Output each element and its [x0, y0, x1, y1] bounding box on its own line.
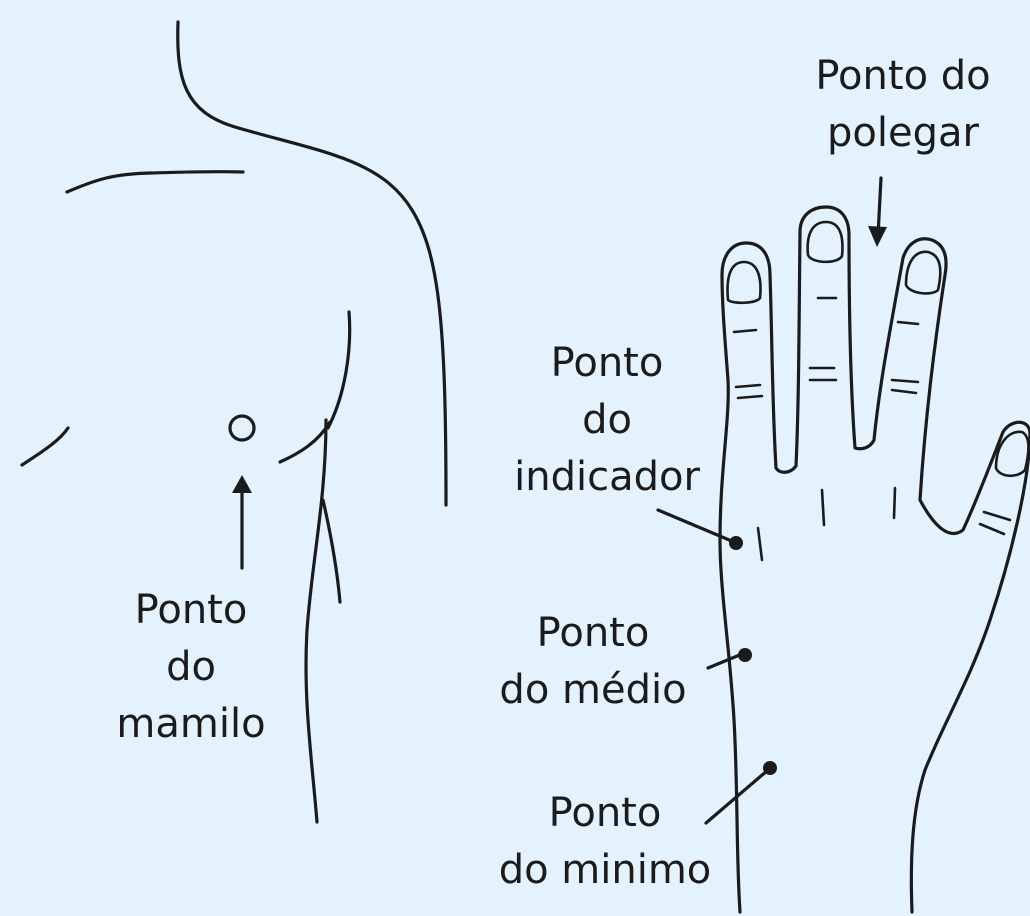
index-label-line-3: indicador: [514, 454, 700, 500]
index-label-line-2: do: [582, 397, 632, 443]
torso-outline: [20, 20, 448, 824]
little-label-line-1: Ponto: [548, 790, 662, 836]
little-label-line-2: do minimo: [498, 847, 712, 893]
nipple-label-line-2: do: [166, 644, 216, 690]
nipple-label-line-1: Ponto: [134, 587, 248, 633]
little-point-label: Ponto do minimo: [470, 785, 740, 899]
thumb-point-label: Ponto do polegar: [788, 48, 1018, 162]
little-fingernail: [726, 260, 762, 305]
index-label-line-1: Ponto: [550, 340, 664, 386]
nipple-point-marker: [228, 414, 256, 442]
middle-pointer: [706, 648, 752, 670]
thumb-label-line-2: polegar: [827, 110, 979, 156]
neck-shoulder-line: [176, 20, 448, 507]
left-chest-line: [20, 426, 70, 467]
thumb-arrow: [868, 176, 887, 247]
middle-fingernail: [904, 250, 942, 295]
collarbone-line: [65, 169, 245, 194]
knuckle-creases: [732, 296, 1012, 562]
ring-fingernail: [806, 220, 844, 264]
thumb-label-line-1: Ponto do: [815, 53, 991, 99]
index-pointer: [656, 508, 743, 550]
middle-point-label: Ponto do médio: [470, 605, 716, 719]
torso-side-line: [304, 418, 328, 824]
thumbnail: [994, 430, 1030, 478]
hand-outer-contour: [718, 205, 1030, 914]
little-pointer: [704, 761, 777, 825]
nipple-label-line-3: mamilo: [116, 701, 266, 747]
right-chest-line: [278, 420, 332, 464]
hand-outline: [718, 205, 1030, 914]
index-point-label: Ponto do indicador: [492, 335, 722, 506]
middle-label-line-1: Ponto: [536, 610, 650, 656]
armpit-line: [326, 310, 352, 430]
fingernail-lines: [726, 220, 1030, 478]
side-crease-line: [321, 498, 342, 604]
middle-label-line-2: do médio: [499, 667, 687, 713]
nipple-arrow: [232, 475, 252, 570]
nipple-point-label: Ponto do mamilo: [96, 582, 286, 753]
